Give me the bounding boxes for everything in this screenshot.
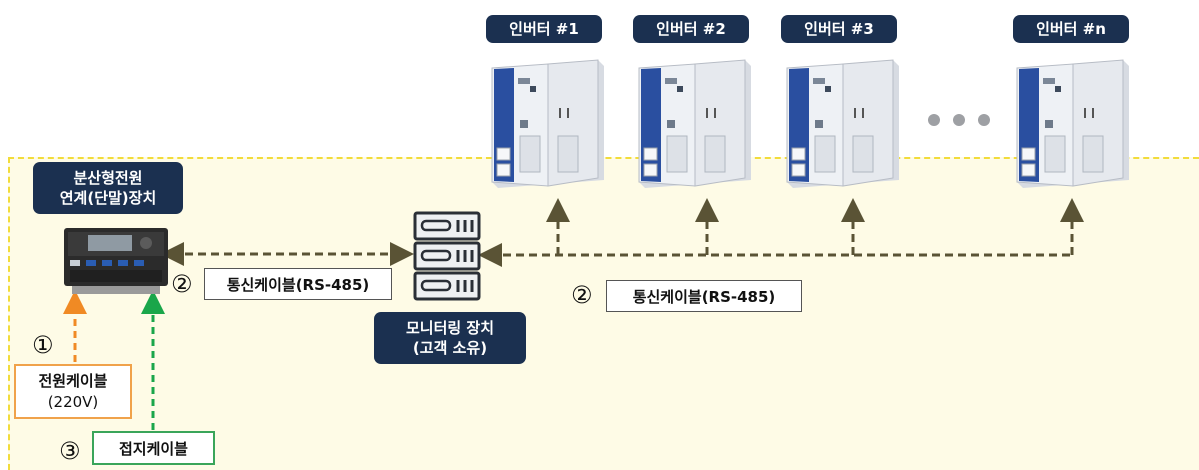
monitoring-label-line2: (고객 소유) [412, 339, 488, 357]
inverter-cabinet-icon [491, 59, 604, 188]
monitoring-label-line1: 모니터링 장치 [405, 318, 495, 337]
ellipsis-dots [928, 114, 990, 126]
cable-number-power: ① [32, 331, 54, 359]
inverter-1-label: 인버터 #1 [486, 15, 602, 43]
terminal-device-icon [64, 228, 168, 294]
power-cable-label-line1: 전원케이블 [38, 372, 108, 391]
ground-cable-label: 접지케이블 [92, 431, 215, 465]
inverter-3-label: 인버터 #3 [781, 15, 897, 43]
power-cable-label-line2: (220V) [47, 392, 99, 411]
power-cable-label: 전원케이블(220V) [14, 364, 132, 419]
der-device-label-line2: 연계(단말)장치 [59, 189, 157, 207]
cable-number-comm-right: ② [571, 281, 593, 309]
cable-number-comm-left: ② [171, 270, 193, 298]
comm-cable-left-label: 통신케이블(RS-485) [204, 268, 392, 300]
der-device-label-line1: 분산형전원 [73, 168, 143, 187]
server-stack-icon [413, 211, 481, 301]
customer-site-zone [8, 157, 1199, 470]
inverter-n-label: 인버터 #n [1013, 15, 1129, 43]
monitoring-device-label: 모니터링 장치 (고객 소유) [374, 312, 526, 364]
inverter-2-label: 인버터 #2 [633, 15, 749, 43]
comm-cable-right-label: 통신케이블(RS-485) [606, 280, 802, 312]
cable-number-ground: ③ [59, 437, 81, 465]
